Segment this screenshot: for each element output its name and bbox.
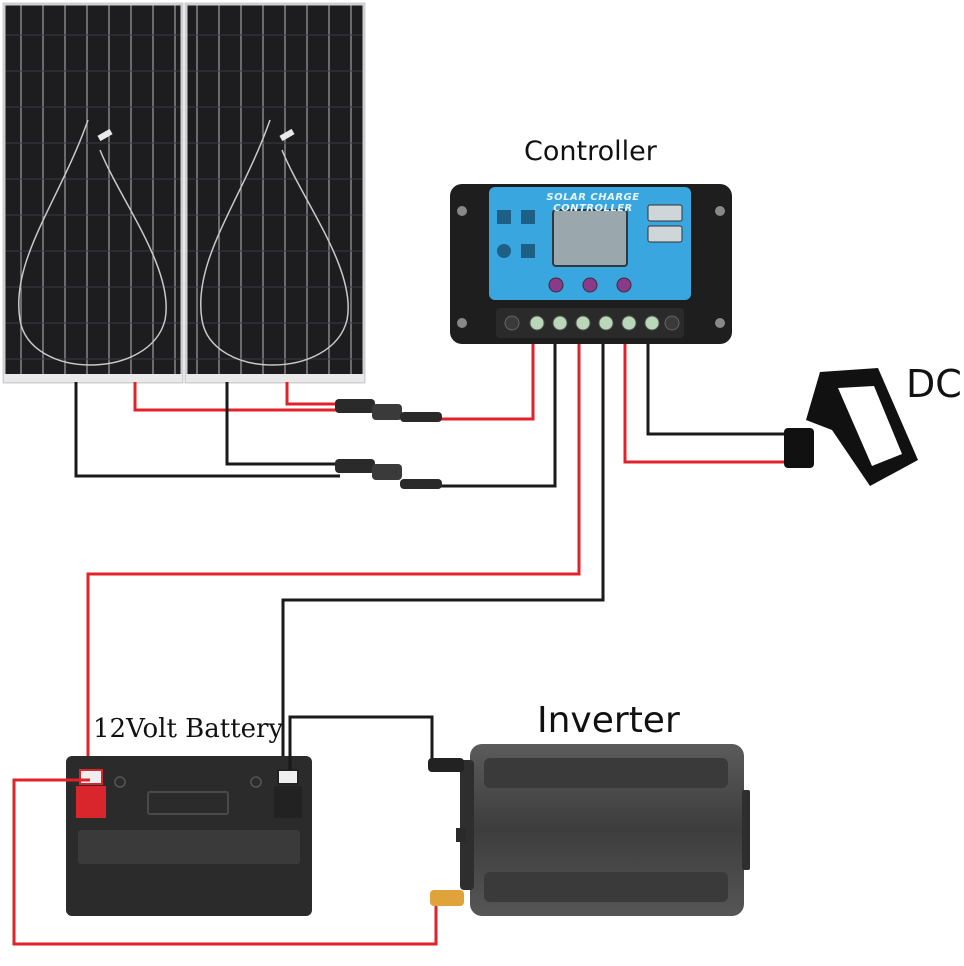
solar-panel-right bbox=[184, 2, 366, 384]
panel-wiring bbox=[74, 344, 557, 488]
dc-label: DC bbox=[906, 362, 962, 406]
inverter-wiring bbox=[12, 715, 438, 946]
mc4-connector-positive bbox=[335, 399, 442, 422]
load-wiring bbox=[623, 344, 790, 464]
battery-wiring bbox=[86, 344, 605, 772]
battery-label: 12Volt Battery bbox=[93, 714, 284, 744]
usb-port-icon bbox=[647, 204, 683, 222]
battery-terminal-icon bbox=[76, 786, 106, 818]
battery bbox=[66, 756, 312, 916]
dc-load-icon bbox=[784, 368, 918, 486]
inverter bbox=[428, 744, 750, 916]
mc4-connector-negative bbox=[335, 459, 442, 489]
inverter-label: Inverter bbox=[537, 700, 680, 741]
controller-panel-title: SOLAR CHARGE CONTROLLER bbox=[546, 192, 640, 214]
lcd-screen-icon bbox=[552, 209, 628, 267]
charge-controller bbox=[450, 184, 732, 344]
solar-panel-left bbox=[2, 2, 184, 384]
controller-label: Controller bbox=[524, 136, 657, 167]
